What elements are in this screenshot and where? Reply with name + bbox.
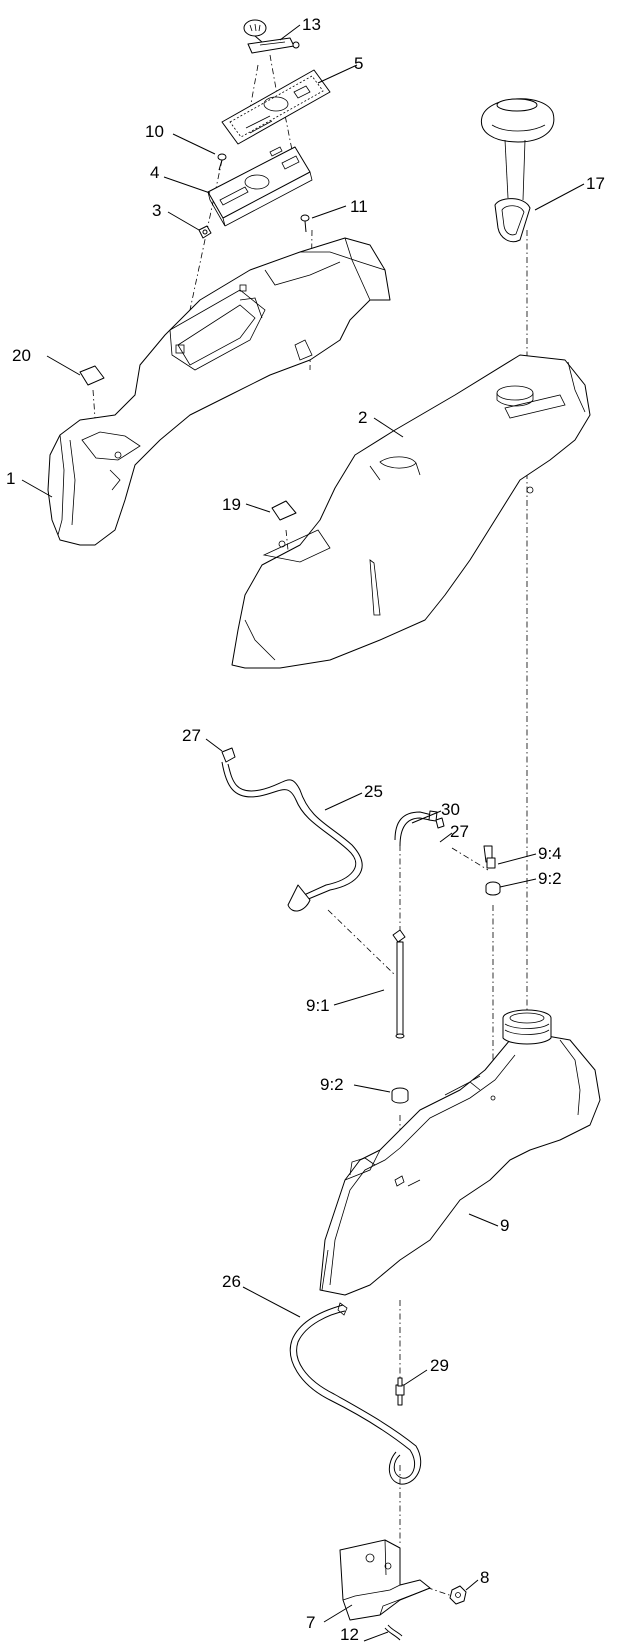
callout-10: 10 — [145, 122, 164, 141]
callout-8: 8 — [480, 1568, 489, 1587]
callout-labels: 13 5 10 4 3 11 17 20 1 2 19 27 25 30 27 … — [6, 15, 605, 1642]
callout-17: 17 — [586, 174, 605, 193]
callout-19: 19 — [222, 495, 241, 514]
screw-10-icon — [217, 153, 227, 171]
nut-8-icon — [449, 1585, 467, 1605]
elbow-fitting-9-4-icon — [483, 845, 496, 869]
callout-3: 3 — [152, 201, 161, 220]
callout-2: 2 — [358, 408, 367, 427]
callout-9-1: 9:1 — [306, 996, 330, 1015]
screw-11-icon — [300, 214, 310, 233]
callout-20: 20 — [12, 346, 31, 365]
clip-12-icon — [384, 1624, 403, 1641]
callout-13: 13 — [302, 15, 321, 34]
mounting-plate-icon — [207, 146, 313, 227]
callout-9-2b: 9:2 — [320, 1075, 344, 1094]
fuel-tank-cover-icon — [231, 354, 591, 669]
callout-5: 5 — [354, 54, 363, 73]
callout-7: 7 — [306, 1613, 315, 1632]
hose-30-icon — [394, 810, 445, 847]
grommet-9-2-lower-icon — [391, 1087, 409, 1104]
decal-19-icon — [271, 500, 297, 521]
hose-26-icon — [289, 1302, 422, 1485]
callout-12: 12 — [340, 1625, 359, 1642]
grommet-9-2-upper-icon — [485, 881, 501, 896]
bracket-icon — [339, 1539, 431, 1621]
callout-25: 25 — [364, 782, 383, 801]
fuel-cap-icon — [480, 98, 555, 243]
callout-9-2a: 9:2 — [538, 869, 562, 888]
control-lever-icon — [243, 19, 300, 54]
pickup-tube-9-1-icon — [392, 929, 406, 1039]
clip-nut-icon — [198, 225, 212, 239]
callout-29: 29 — [430, 1356, 449, 1375]
fitting-29-icon — [395, 1377, 405, 1406]
fuel-tank-icon — [319, 1009, 601, 1296]
callout-9-4: 9:4 — [538, 844, 562, 863]
callout-26: 26 — [222, 1272, 241, 1291]
hose-25-icon — [221, 747, 363, 912]
decal-plate-icon — [221, 69, 331, 145]
callout-4: 4 — [150, 163, 159, 182]
decal-20-icon — [79, 365, 105, 386]
callout-30: 30 — [441, 800, 460, 819]
callout-11: 11 — [350, 197, 368, 216]
callout-9: 9 — [500, 1216, 509, 1235]
callout-leaders — [21, 24, 585, 1642]
console-shroud-icon — [47, 237, 391, 546]
callout-27a: 27 — [182, 726, 201, 745]
callout-27b: 27 — [450, 822, 469, 841]
callout-1: 1 — [6, 469, 15, 488]
